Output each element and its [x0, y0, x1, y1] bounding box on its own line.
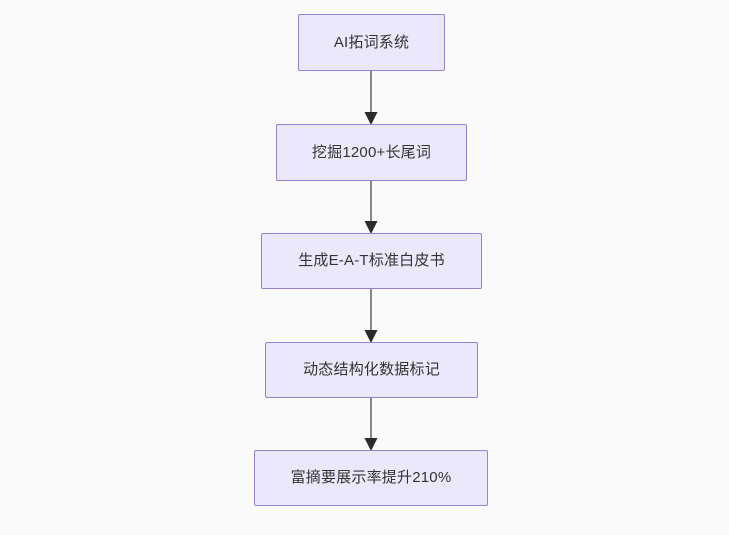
flowchart-node-label: 生成E-A-T标准白皮书 — [298, 252, 445, 269]
flowchart-node-dynamic-structured-data-markup[interactable]: 动态结构化数据标记 — [265, 342, 478, 398]
edge-node2-to-node3 — [364, 181, 378, 234]
flowchart-node-mine-longtail-keywords[interactable]: 挖掘1200+长尾词 — [276, 124, 467, 181]
flowchart-node-label: 动态结构化数据标记 — [303, 361, 440, 378]
flowchart-node-ai-keyword-system[interactable]: AI拓词系统 — [298, 14, 445, 71]
edge-node1-to-node2 — [364, 71, 378, 125]
edge-node3-to-node4 — [364, 289, 378, 343]
flowchart-node-rich-snippet-impression-lift[interactable]: 富摘要展示率提升210% — [254, 450, 488, 506]
edge-node4-to-node5 — [364, 398, 378, 451]
flowchart-node-label: 挖掘1200+长尾词 — [311, 143, 432, 161]
flowchart-node-generate-eat-whitepaper[interactable]: 生成E-A-T标准白皮书 — [261, 233, 482, 289]
flowchart-node-label: AI拓词系统 — [333, 33, 410, 51]
flowchart-node-label: 富摘要展示率提升210% — [290, 469, 452, 486]
